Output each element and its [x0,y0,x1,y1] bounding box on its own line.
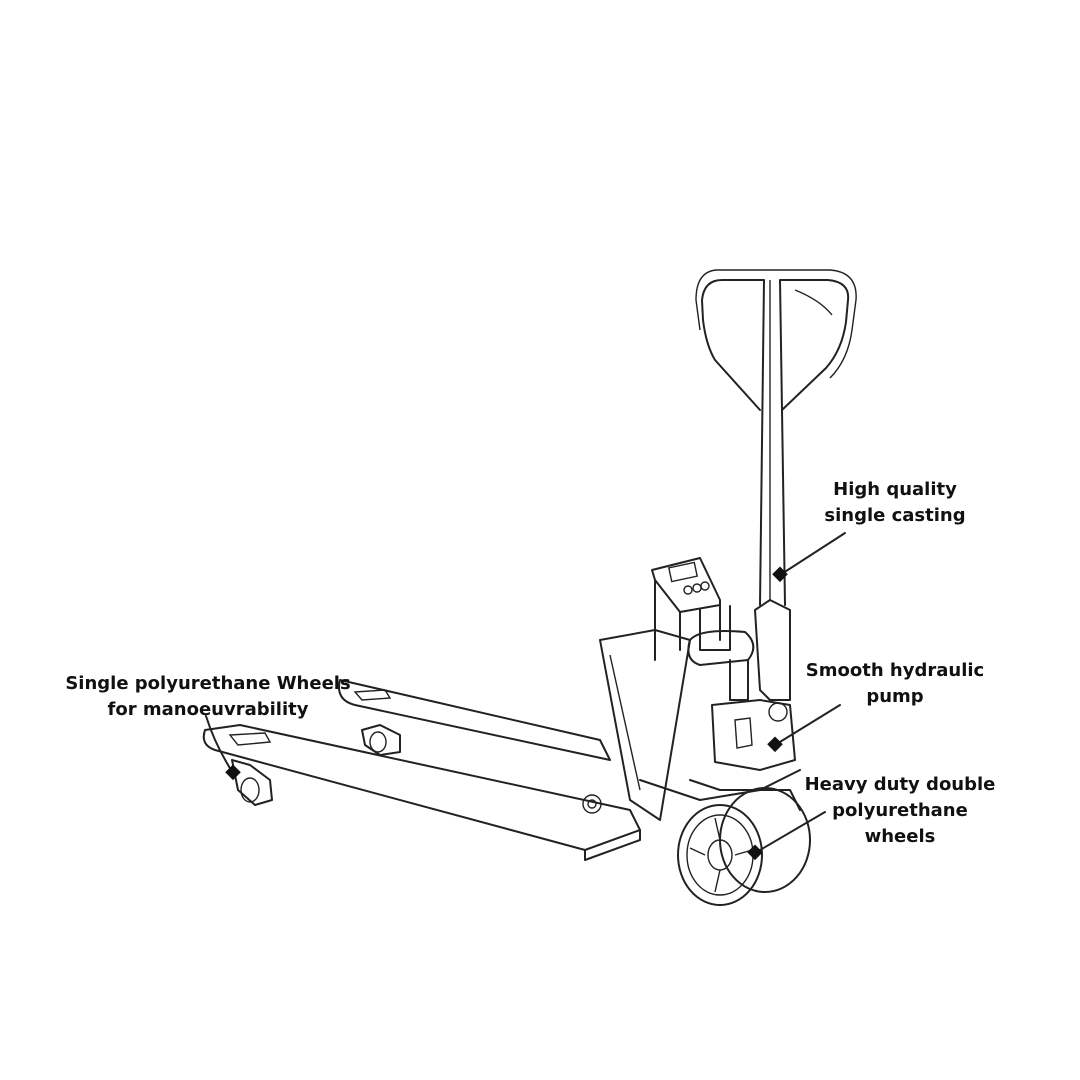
label-hydraulic-pump: Smooth hydraulic pump [806,658,984,710]
label-line: for manoeuvrability [107,699,309,720]
label-line: Smooth hydraulic [805,660,985,681]
fork-rollers [231,724,401,806]
label-single-casting: High quality single casting [824,477,965,529]
label-line: single casting [824,505,966,526]
label-line: Heavy duty double [804,774,996,795]
label-line: Single polyurethane Wheels [65,673,351,694]
label-line: wheels [864,826,936,847]
label-line: pump [866,686,924,707]
forks [202,629,801,861]
label-line: High quality [833,479,957,500]
label-double-wheels: Heavy duty double polyurethane wheels [805,772,996,850]
label-single-wheels: Single polyurethane Wheels for manoeuvra… [65,671,350,723]
label-line: polyurethane [832,800,968,821]
handle [695,269,857,606]
scale-indicator [651,557,731,661]
hydraulic-pump [687,599,796,771]
